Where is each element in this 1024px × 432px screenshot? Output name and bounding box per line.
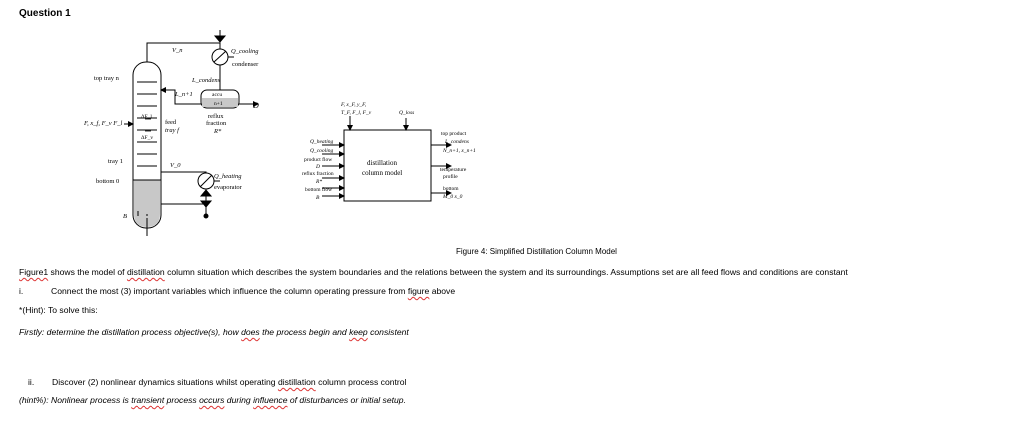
distillation-figure: top tray n F, x_f, F_v F_l tray 1 bottom… xyxy=(83,30,476,236)
p-part2: shows the model of xyxy=(48,267,127,277)
label-top-inputs-1: F, x_F, y_F, xyxy=(340,102,367,108)
label-reflux: reflux xyxy=(208,113,224,120)
label-q-heating: Q_heating xyxy=(214,173,242,180)
q2-text-1: Discover (2) nonlinear dynamics situatio… xyxy=(52,377,278,387)
label-v0: V_0 xyxy=(170,162,181,169)
q1-text-figure: figure xyxy=(407,286,430,296)
label-temperature: temperature xyxy=(440,167,467,173)
label-top-inputs-2: T_F, F_l, F_v xyxy=(341,110,372,116)
hint-1: *(Hint): To solve this: xyxy=(19,305,98,315)
q1-number: i. xyxy=(19,286,24,296)
hint2-1: (hint%): Nonlinear process is xyxy=(19,395,132,405)
label-l-condens-r: L_condens xyxy=(444,139,469,145)
label-n-x: N_n+1, x_n+1 xyxy=(442,148,476,154)
label-accu: accu xyxy=(212,92,222,98)
hint2-influence: influence xyxy=(253,395,288,405)
label-b-r: B xyxy=(316,195,320,201)
label-q-cooling-r: Q_cooling xyxy=(310,148,333,154)
hint-2: (hint%): Nonlinear process is transient … xyxy=(19,395,406,405)
hint2-7: of disturbances or initial setup. xyxy=(287,395,406,405)
q2-text-3: column process control xyxy=(315,377,407,387)
hint2-3: process xyxy=(164,395,200,405)
model-box xyxy=(343,129,432,202)
p-part4: column situation which describes the sys… xyxy=(164,267,848,277)
q1-text-1: Connect the most (3) important variables… xyxy=(51,286,408,296)
label-l-condens: L_condens xyxy=(191,77,221,84)
question-i: i. Connect the most (3) important variabl… xyxy=(19,286,455,296)
label-q-cooling: Q_cooling xyxy=(231,48,259,55)
label-dfv: ΔF_v xyxy=(141,135,153,141)
firstly-3: the process begin and xyxy=(259,327,350,337)
label-d: D xyxy=(252,101,259,110)
label-reflux-fraction: reflux fraction xyxy=(302,170,334,177)
figure-caption: Figure 4: Simplified Distillation Column… xyxy=(456,247,617,256)
label-box-1: distillation xyxy=(367,159,397,167)
q2-number: ii. xyxy=(28,377,35,387)
p-figure1: Figure1 xyxy=(19,267,49,277)
label-condenser: condenser xyxy=(232,61,259,68)
p-distillation: distillation xyxy=(126,267,165,277)
hint2-5: during xyxy=(224,395,254,405)
label-dfl: ΔF_l xyxy=(141,114,152,120)
label-r-r: R* xyxy=(315,179,322,185)
label-top-product: top product xyxy=(441,131,467,137)
label-b: B xyxy=(123,213,127,220)
label-fraction: fraction xyxy=(206,120,227,127)
label-box-2: column model xyxy=(362,169,402,177)
hint2-occurs: occurs xyxy=(199,395,225,405)
label-vn: V_n xyxy=(172,47,182,54)
label-m-x: M_0 x_0 xyxy=(442,194,463,200)
firstly-keep: keep xyxy=(349,327,368,337)
firstly-line: Firstly: determine the distillation proc… xyxy=(19,327,409,337)
label-d-r: D xyxy=(315,164,320,170)
label-tray-f: tray f xyxy=(165,127,180,134)
label-q-loss: Q_loss xyxy=(399,110,414,116)
label-tray1: tray 1 xyxy=(108,158,123,165)
label-feed: feed xyxy=(165,119,177,126)
firstly-does: does xyxy=(241,327,260,337)
firstly-1: Firstly: determine the distillation proc… xyxy=(19,327,242,337)
question-title: Question 1 xyxy=(19,8,71,19)
label-feeds: F, x_f, F_v F_l xyxy=(83,120,123,127)
firstly-5: consistent xyxy=(367,327,409,337)
description-paragraph: Figure1 shows the model of distillation … xyxy=(19,267,848,277)
column-labels: top tray n F, x_f, F_v F_l tray 1 bottom… xyxy=(83,47,259,220)
label-product-flow: product flow xyxy=(304,156,332,163)
column-schematic xyxy=(124,30,259,236)
label-r: R* xyxy=(213,128,222,135)
q1-text-3: above xyxy=(429,286,456,296)
label-bottom: bottom 0 xyxy=(96,178,119,185)
block-labels: F, x_F, y_F, T_F, F_l, F_v Q_loss Q_heat… xyxy=(302,102,476,201)
label-evaporator: evaporator xyxy=(214,184,243,191)
label-bottom-flow: bottom flow xyxy=(305,186,332,193)
label-top-tray: top tray n xyxy=(94,75,120,82)
label-n1: n+1 xyxy=(214,101,223,107)
hint2-transient: transient xyxy=(131,395,165,405)
label-bottom-r: bottom xyxy=(443,186,459,192)
block-model xyxy=(322,116,452,202)
label-profile: profile xyxy=(443,173,458,180)
q2-distillation: distillation xyxy=(277,377,316,387)
label-q-heating-r: Q_heating xyxy=(310,139,333,145)
question-ii: ii. Discover (2) nonlinear dynamics situa… xyxy=(28,377,406,387)
label-l-n1: L_n+1 xyxy=(174,91,193,98)
